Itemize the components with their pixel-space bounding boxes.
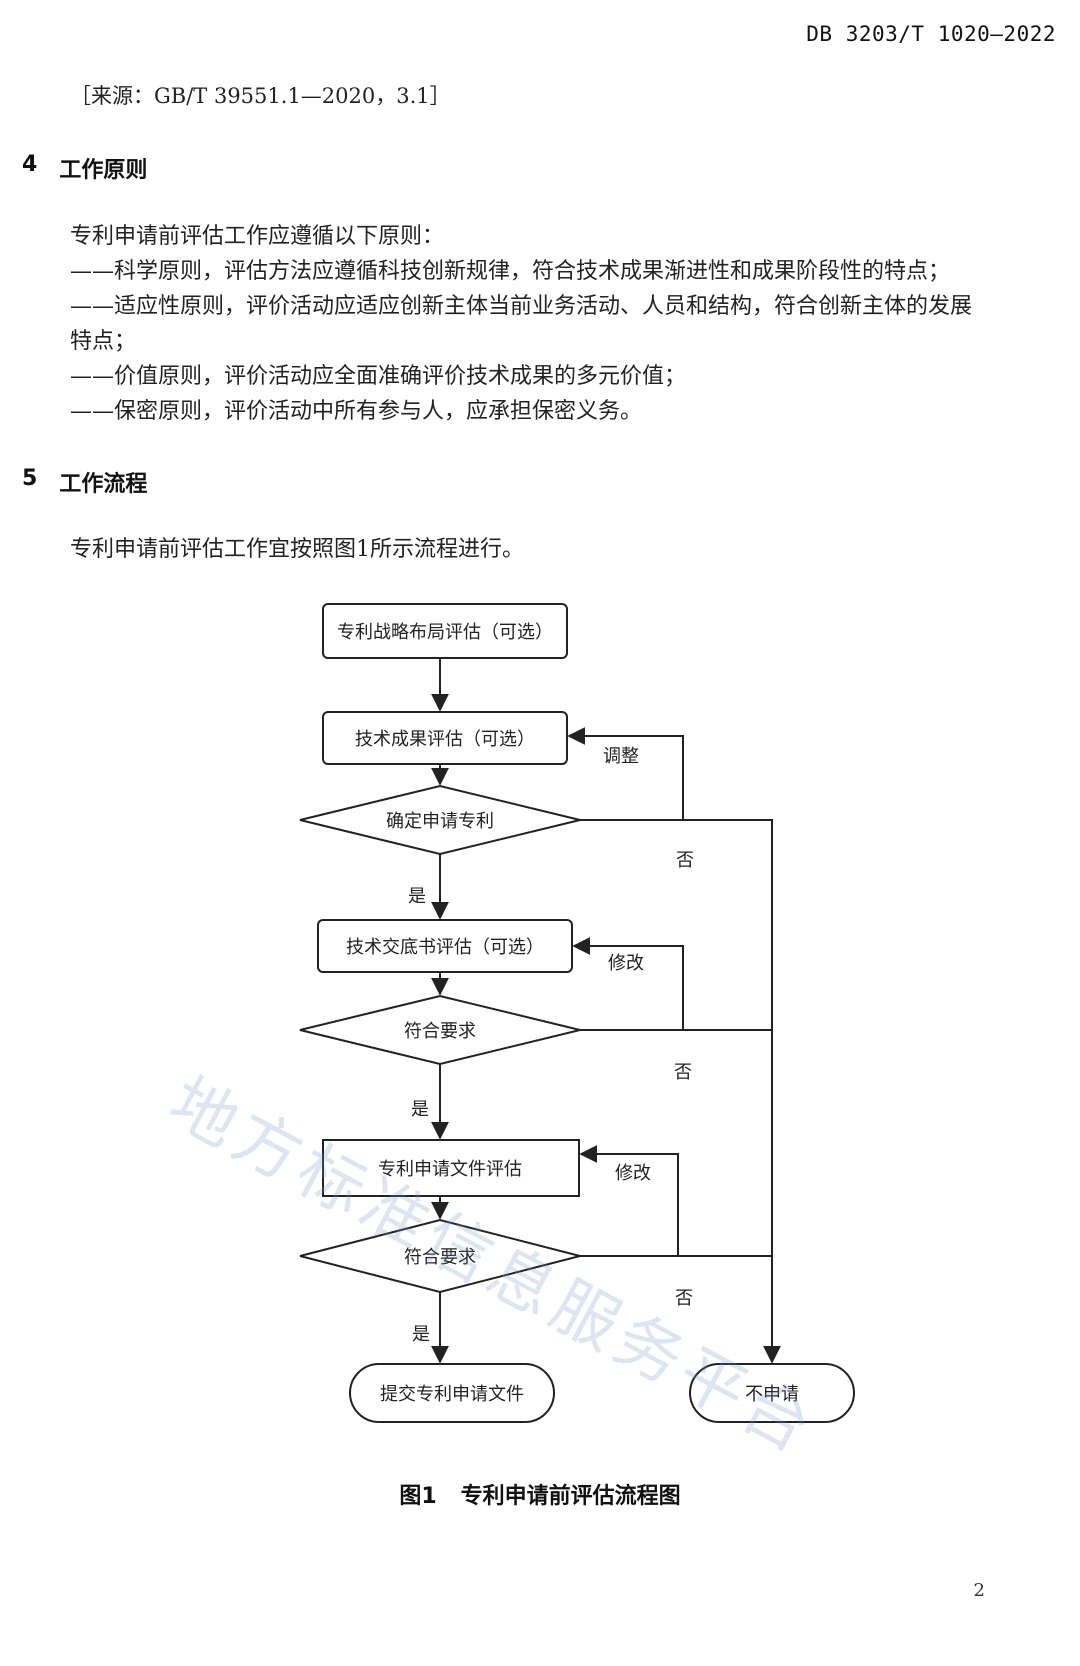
node-strategy-label: 专利战略布局评估（可选） xyxy=(337,622,553,643)
label-no-3: 否 xyxy=(675,1288,693,1309)
label-adjust: 调整 xyxy=(603,746,639,767)
node-strategy-box xyxy=(322,603,568,659)
section-title: 工作原则 xyxy=(59,158,148,183)
node-disclosure-label: 技术交底书评估（可选） xyxy=(346,937,544,958)
node-disclosure-box xyxy=(317,919,573,973)
principle-adaptability-cont: 特点； xyxy=(70,329,137,354)
label-modify-2: 修改 xyxy=(615,1163,651,1184)
principle-scientific: ——科学原则，评估方法应遵循科技创新规律，符合技术成果渐进性和成果阶段性的特点； xyxy=(70,259,951,284)
node-tech-result-label: 技术成果评估（可选） xyxy=(355,729,535,750)
label-yes-2: 是 xyxy=(411,1099,429,1120)
principle-confidentiality: ——保密原则，评价活动中所有参与人，应承担保密义务。 xyxy=(70,399,643,424)
section-number: 5 xyxy=(22,466,38,491)
principle-adaptability: ——适应性原则，评价活动应适应创新主体当前业务活动、人员和结构，符合创新主体的发… xyxy=(70,294,973,319)
source-reference: ［来源：GB/T 39551.1—2020，3.1］ xyxy=(70,84,451,108)
document-number: DB 3203/T 1020—2022 xyxy=(806,22,1056,46)
section-4-intro: 专利申请前评估工作应遵循以下原则： xyxy=(70,224,445,249)
label-no-2: 否 xyxy=(674,1062,692,1083)
principle-value: ——价值原则，评价活动应全面准确评价技术成果的多元价值； xyxy=(70,364,687,389)
section-title: 工作流程 xyxy=(59,472,148,497)
label-modify-1: 修改 xyxy=(608,953,644,974)
node-app-docs-label: 专利申请文件评估 xyxy=(378,1159,522,1180)
label-yes-3: 是 xyxy=(412,1324,430,1345)
node-no-apply-terminal xyxy=(689,1363,855,1423)
label-no-1: 否 xyxy=(676,850,694,871)
node-decide-patent-label: 确定申请专利 xyxy=(386,811,494,832)
section-5-intro: 专利申请前评估工作宜按照图1所示流程进行。 xyxy=(70,537,524,562)
section-5-heading: 5 工作流程 xyxy=(22,466,147,498)
node-tech-result-box xyxy=(322,711,568,765)
arrow-modify1-feedback xyxy=(572,937,684,1030)
node-submit-terminal xyxy=(349,1363,555,1423)
arrow-adjust-feedback xyxy=(567,727,684,820)
node-meets2-label: 符合要求 xyxy=(404,1247,476,1268)
arrow-modify2-feedback xyxy=(579,1145,679,1256)
page-number: 2 xyxy=(973,1580,985,1601)
node-meets1-label: 符合要求 xyxy=(404,1021,476,1042)
node-no-apply-label: 不申请 xyxy=(745,1384,799,1405)
label-yes-1: 是 xyxy=(408,886,426,907)
section-4-heading: 4 工作原则 xyxy=(22,152,147,184)
arrow-no-to-no-apply xyxy=(580,819,781,1364)
figure-title: 专利申请前评估流程图 xyxy=(460,1484,681,1509)
flowchart: 专利战略布局评估（可选） 技术成果评估（可选） 确定申请专利 技术交底书评估（可… xyxy=(299,603,855,1423)
figure-number: 图1 xyxy=(399,1484,437,1509)
figure-caption: 图1 专利申请前评估流程图 xyxy=(0,1478,1080,1510)
node-app-docs-box xyxy=(322,1139,580,1197)
section-number: 4 xyxy=(22,152,38,177)
node-submit-label: 提交专利申请文件 xyxy=(380,1384,524,1405)
